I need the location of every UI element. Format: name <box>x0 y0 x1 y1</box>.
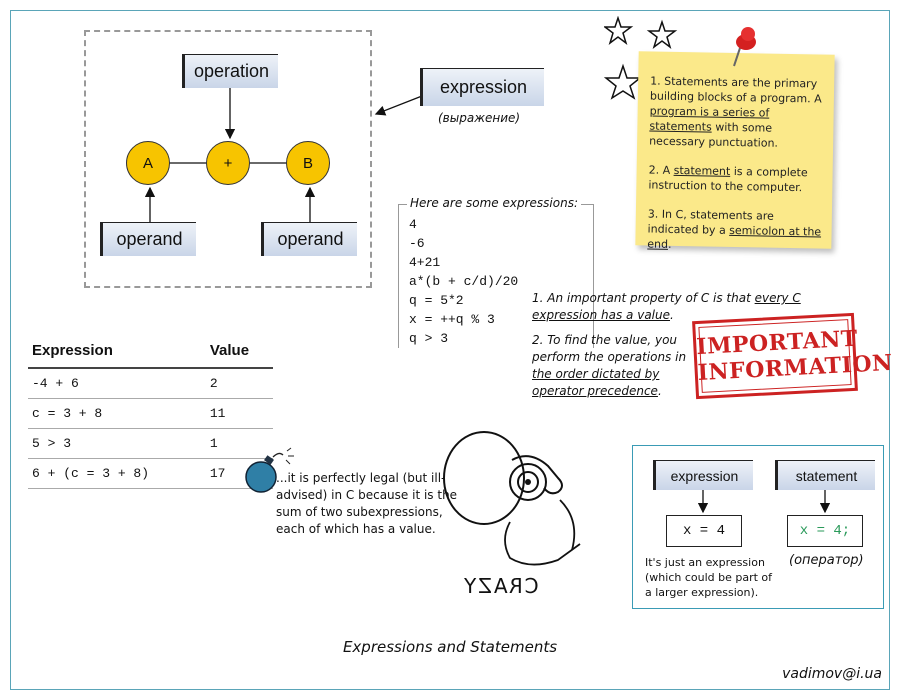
table-cell: 5 > 3 <box>28 428 206 459</box>
table-cell: 6 + (c = 3 + 8) <box>28 458 206 489</box>
table-header-row: Expression Value <box>28 338 273 369</box>
panel-arrows <box>697 490 831 514</box>
operand-left-label: operand <box>100 222 196 256</box>
list-item: a*(b + c/d)/20 <box>409 274 519 289</box>
expression-translation: (выражение) <box>438 111 521 125</box>
statement-code: x = 4; <box>787 515 863 547</box>
expression-vs-statement-panel: expression statement x = 4 x = 4; (опера… <box>632 445 884 609</box>
expression-value-table: Expression Value -4 + 6 2 c = 3 + 8 11 5… <box>28 338 273 489</box>
list-item: 4+21 <box>409 255 441 270</box>
bomb-icon <box>245 447 294 493</box>
bomb-note: ...it is perfectly legal (but ill-advise… <box>276 471 458 536</box>
expression-arrow <box>374 95 423 116</box>
list-item: x = ++q % 3 <box>409 312 495 327</box>
table-row: 5 > 3 1 <box>28 428 273 459</box>
star-icon <box>604 63 643 100</box>
pushpin-icon <box>733 27 756 67</box>
crazy-cartoon-illustration <box>443 431 581 566</box>
table-row: 6 + (c = 3 + 8) 17 <box>28 458 273 489</box>
crazy-label: CRAZY <box>462 574 539 598</box>
property-notes: 1. An important property of C is that ev… <box>532 291 801 398</box>
table-cell: c = 3 + 8 <box>28 398 206 429</box>
star-icons <box>604 16 678 100</box>
list-item: -6 <box>409 236 425 251</box>
expressions-list: Here are some expressions: 4 -6 4+21 a*(… <box>398 196 594 348</box>
list-item: q > 3 <box>409 331 449 346</box>
diagram-connectors <box>144 88 316 222</box>
operation-label: operation <box>182 54 278 88</box>
list-item: q = 5*2 <box>409 293 464 308</box>
table-cell: 11 <box>205 398 273 429</box>
node-b: B <box>286 141 330 185</box>
list-item: 4 <box>409 217 417 232</box>
node-a: A <box>126 141 170 185</box>
expression-callout-label: expression <box>420 68 544 106</box>
expression-note: It's just an expression (which could be … <box>645 556 773 599</box>
important-information-stamp: IMPORTANT INFORMATION <box>692 312 893 400</box>
star-icon <box>646 19 678 49</box>
star-icon <box>604 16 634 45</box>
column-header: Expression <box>28 338 206 369</box>
page-frame <box>10 10 890 690</box>
operand-right-label: operand <box>261 222 357 256</box>
operation-diagram: operation A + B operand operand <box>84 30 372 288</box>
author-label: vadimov@i.ua <box>782 666 882 682</box>
table-row: -4 + 6 2 <box>28 368 273 399</box>
expression-code: x = 4 <box>666 515 742 547</box>
table-cell: 1 <box>205 428 273 459</box>
expression-tag: expression <box>653 460 753 490</box>
statement-translation: (оператор) <box>789 553 864 568</box>
column-header: Value <box>205 338 273 369</box>
table-cell: 2 <box>205 368 273 399</box>
table-cell: -4 + 6 <box>28 368 206 399</box>
page-title: Expressions and Statements <box>342 638 558 656</box>
statement-tag: statement <box>775 460 875 490</box>
table-row: c = 3 + 8 11 <box>28 398 273 429</box>
node-plus: + <box>206 141 250 185</box>
sticky-note: 1. Statements are the primary building b… <box>635 51 835 251</box>
expressions-list-title: Here are some expressions: <box>407 196 581 210</box>
